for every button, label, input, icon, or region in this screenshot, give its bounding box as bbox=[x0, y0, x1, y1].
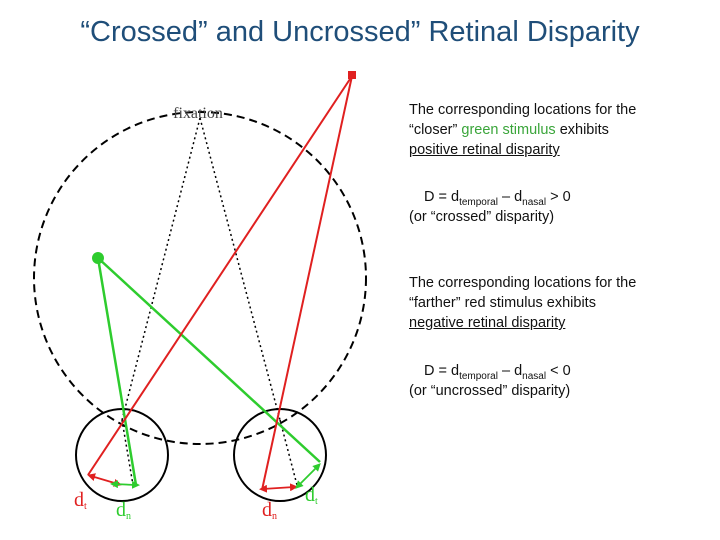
fixation-label: fixation bbox=[173, 105, 223, 122]
left-foveal-dotted bbox=[121, 419, 134, 486]
uncrossed-line-2: “farther” red stimulus exhibits bbox=[409, 295, 596, 311]
uncrossed-line-3: negative retinal disparity bbox=[409, 315, 566, 331]
label-left-temporal: dt bbox=[74, 489, 87, 512]
slide-title: “Crossed” and Uncrossed” Retinal Dispari… bbox=[80, 16, 640, 48]
horopter-circle bbox=[33, 111, 367, 445]
uncrossed-description: The corresponding locations for the “far… bbox=[409, 273, 636, 333]
uncrossed-line-1: The corresponding locations for the bbox=[409, 275, 637, 291]
left-temporal-arrow bbox=[87, 473, 122, 487]
uncrossed-equation: D = dtemporal – dnasal < 0 bbox=[424, 363, 571, 382]
crossed-note: (or “crossed” disparity) bbox=[409, 209, 555, 225]
crossed-equation: D = dtemporal – dnasal > 0 bbox=[424, 189, 571, 208]
uncrossed-note: (or “uncrossed” disparity) bbox=[409, 383, 571, 399]
crossed-description: The corresponding locations for the “clo… bbox=[409, 100, 636, 160]
label-left-nasal: dn bbox=[116, 499, 131, 522]
crossed-line-1: The corresponding locations for the bbox=[409, 102, 637, 118]
label-right-nasal: dn bbox=[262, 499, 277, 522]
left-eye bbox=[75, 408, 169, 502]
left-nasal-arrow bbox=[110, 480, 140, 489]
green-stimulus-text: green stimulus bbox=[461, 122, 556, 138]
right-foveal-dotted bbox=[279, 419, 298, 486]
label-right-temporal: dt bbox=[305, 484, 318, 507]
green-ray-left-eye bbox=[96, 257, 138, 486]
crossed-line-2: “closer” green stimulus exhibits bbox=[409, 122, 609, 138]
red-ray-left-eye bbox=[87, 75, 353, 476]
green-stimulus-point bbox=[92, 252, 104, 264]
red-ray-right-eye bbox=[261, 75, 353, 491]
left-fixation-line bbox=[121, 117, 201, 421]
green-ray-right-eye bbox=[97, 257, 321, 463]
right-fixation-line bbox=[199, 117, 281, 421]
red-stimulus-point bbox=[348, 71, 356, 79]
right-nasal-arrow bbox=[259, 483, 298, 493]
crossed-line-3: positive retinal disparity bbox=[409, 142, 560, 158]
right-temporal-arrow bbox=[295, 463, 321, 489]
